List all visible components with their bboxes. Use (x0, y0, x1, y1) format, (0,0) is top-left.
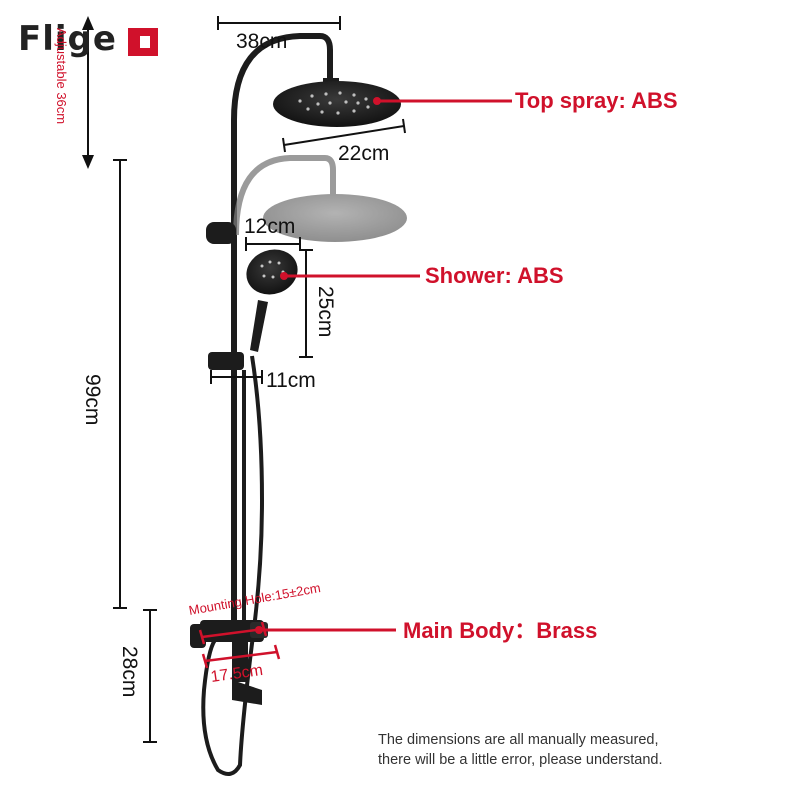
head-width-label: 38cm (236, 30, 288, 53)
measurement-note-line-2: there will be a little error, please und… (378, 751, 663, 768)
brand-name: Flige (18, 19, 117, 59)
rail-height-label: 99cm (81, 374, 104, 426)
top-spray-material-label: Top spray: ABS (515, 88, 678, 113)
leader-dots (255, 97, 381, 634)
measurement-note: The dimensions are all manually measured… (378, 731, 663, 770)
hand-shower-slider (208, 352, 244, 370)
shower-riser (231, 33, 333, 628)
body-height-label: 28cm (118, 646, 141, 698)
mixer-body (190, 620, 268, 705)
shower-hose (201, 355, 265, 776)
measurement-note-line-1: The dimensions are all manually measured… (378, 732, 659, 748)
main-body-material-label: Main Body：Brass (403, 618, 598, 643)
material-leader-lines (259, 99, 512, 632)
adjustable-label: Adjustable 36cm (54, 28, 69, 125)
handshower-offset-label: 12cm (244, 215, 296, 238)
hand-shower (246, 249, 298, 352)
shower-arm-lowered-ghost (233, 155, 407, 242)
wall-bracket (206, 222, 236, 244)
dimension-lines (82, 16, 406, 743)
head-diameter-label: 22cm (338, 142, 390, 165)
top-spray-head (273, 78, 401, 127)
brand-logo-mark (128, 28, 158, 56)
slider-width-label: 11cm (266, 369, 316, 392)
handshower-length-label: 25cm (314, 286, 337, 338)
shower-material-label: Shower: ABS (425, 263, 564, 288)
